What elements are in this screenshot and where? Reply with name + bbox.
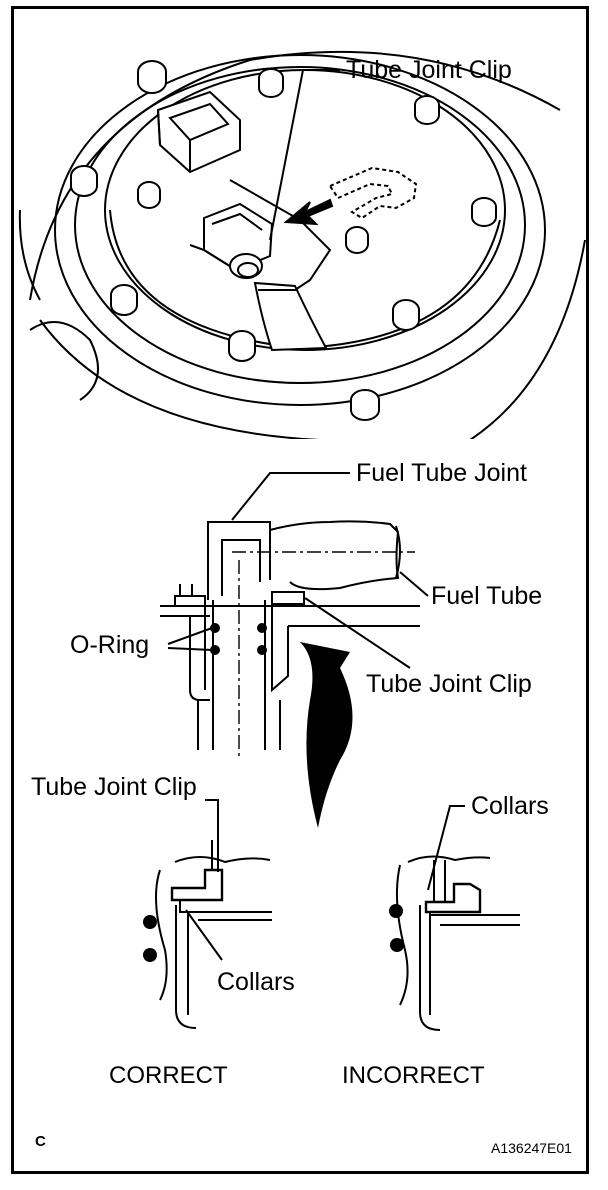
leader-collars-right — [427, 805, 465, 891]
leader-left-tube-joint-clip — [205, 799, 219, 872]
figure-id: A136247E01 — [491, 1140, 572, 1156]
incorrect-o-ring-lower — [390, 938, 404, 952]
incorrect-clip — [424, 882, 482, 914]
cross-section-illustration — [160, 472, 429, 760]
label-incorrect: INCORRECT — [342, 1062, 485, 1089]
label-correct: CORRECT — [109, 1062, 228, 1089]
label-collars-left: Collars — [217, 968, 295, 996]
correct-clip — [170, 868, 224, 902]
incorrect-o-ring-upper — [389, 904, 403, 918]
label-fuel-tube: Fuel Tube — [431, 582, 543, 610]
label-mid-tube-joint-clip: Tube Joint Clip — [366, 670, 532, 698]
correct-o-ring-upper — [143, 915, 157, 929]
corner-letter: C — [35, 1133, 46, 1150]
curved-arrow — [300, 642, 353, 828]
incorrect-detail — [395, 855, 520, 1031]
leader-top-tube-joint-clip — [269, 69, 340, 241]
fuel-pump-flange-illustration — [18, 50, 586, 439]
label-collars-right: Collars — [471, 792, 549, 820]
label-top-tube-joint-clip: Tube Joint Clip — [346, 56, 512, 84]
label-left-tube-joint-clip: Tube Joint Clip — [31, 773, 197, 801]
label-o-ring: O-Ring — [70, 631, 150, 659]
correct-o-ring-lower — [143, 948, 157, 962]
leader-collars-left — [185, 909, 223, 961]
label-fuel-tube-joint: Fuel Tube Joint — [356, 459, 527, 487]
